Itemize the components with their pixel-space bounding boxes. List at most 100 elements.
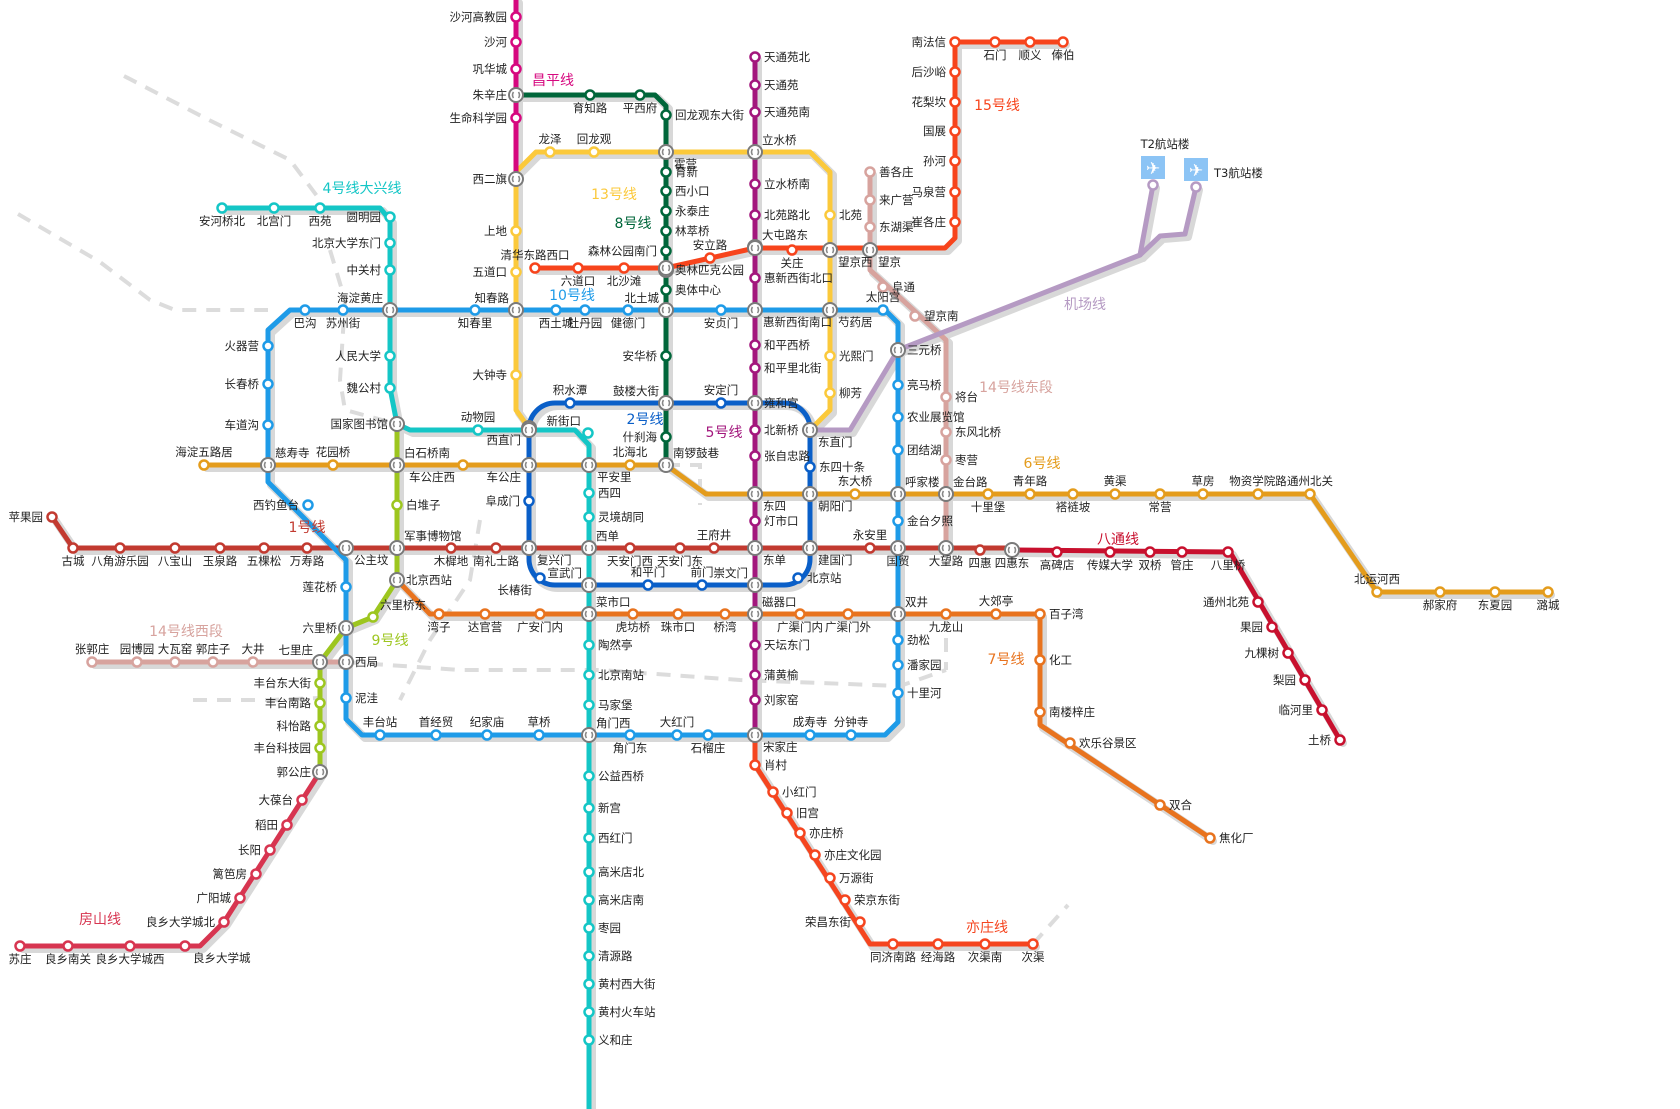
station-marker[interactable] — [510, 63, 522, 75]
station-label[interactable]: 光熙门 — [839, 349, 874, 363]
station-label[interactable]: 北沙滩 — [607, 274, 642, 288]
station-marker[interactable] — [671, 729, 683, 741]
station-label[interactable]: 白石桥南 — [404, 446, 450, 460]
station-label[interactable]: 良乡大学城西 — [96, 952, 165, 966]
station-label[interactable]: 五道口 — [473, 265, 508, 279]
station-label[interactable]: 小红门 — [782, 785, 817, 799]
station-label[interactable]: 奥体中心 — [675, 283, 721, 297]
interchange-icon[interactable] — [508, 302, 524, 318]
station-marker[interactable] — [804, 729, 816, 741]
interchange-icon[interactable] — [521, 422, 537, 438]
station-marker[interactable] — [250, 868, 262, 880]
station-marker[interactable] — [877, 281, 889, 293]
station-marker[interactable] — [367, 611, 379, 623]
station-label[interactable]: 天安门西 — [607, 554, 653, 568]
interchange-icon[interactable] — [581, 457, 597, 473]
station-marker[interactable] — [1299, 674, 1311, 686]
station-label[interactable]: 六里桥 — [303, 621, 338, 635]
interchange-icon[interactable] — [747, 486, 763, 502]
station-label[interactable]: 阜通 — [892, 280, 915, 294]
station-marker[interactable] — [1316, 704, 1328, 716]
station-marker[interactable] — [179, 940, 191, 952]
station-label[interactable]: 牡丹园 — [568, 316, 603, 330]
station-label[interactable]: 大望路 — [929, 554, 964, 568]
station-marker[interactable] — [314, 742, 326, 754]
station-marker[interactable] — [749, 51, 761, 63]
station-label[interactable]: 陶然亭 — [598, 638, 633, 652]
station-marker[interactable] — [583, 832, 595, 844]
station-label[interactable]: 太阳宫 — [866, 290, 901, 304]
station-marker[interactable] — [696, 579, 708, 591]
station-label[interactable]: 潘家园 — [907, 658, 942, 672]
station-label[interactable]: 天通苑 — [764, 78, 799, 92]
station-label[interactable]: 达官营 — [468, 620, 503, 634]
station-marker[interactable] — [660, 225, 672, 237]
station-label[interactable]: 北京西站 — [406, 573, 452, 587]
station-label[interactable]: 白堆子 — [406, 498, 441, 512]
station-marker[interactable] — [660, 166, 672, 178]
station-marker[interactable] — [892, 379, 904, 391]
station-label[interactable]: 六道口 — [561, 274, 596, 288]
station-label[interactable]: 首经贸 — [419, 715, 454, 729]
station-marker[interactable] — [642, 579, 654, 591]
interchange-icon[interactable] — [938, 486, 954, 502]
station-label[interactable]: 珠市口 — [661, 620, 696, 634]
station-marker[interactable] — [207, 656, 219, 668]
station-marker[interactable] — [749, 209, 761, 221]
station-label[interactable]: 篱笆房 — [213, 867, 248, 881]
station-label[interactable]: 南礼士路 — [473, 554, 519, 568]
station-label[interactable]: 天通苑北 — [764, 50, 810, 64]
station-label[interactable]: 中关村 — [347, 263, 382, 277]
interchange-icon[interactable] — [747, 577, 763, 593]
station-marker[interactable] — [1176, 546, 1188, 558]
interchange-icon[interactable] — [312, 764, 328, 780]
station-marker[interactable] — [314, 697, 326, 709]
station-label[interactable]: 苏州街 — [326, 316, 361, 330]
station-label[interactable]: 车公庄西 — [409, 470, 455, 484]
interchange-icon[interactable] — [338, 540, 354, 556]
station-marker[interactable] — [510, 112, 522, 124]
station-label[interactable]: 国展 — [923, 124, 946, 138]
interchange-icon[interactable] — [802, 486, 818, 502]
station-label[interactable]: 西局 — [355, 655, 378, 669]
station-label[interactable]: 黄渠 — [1104, 474, 1127, 488]
station-marker[interactable] — [510, 225, 522, 237]
station-label[interactable]: 海淀五路居 — [175, 445, 233, 459]
station-label[interactable]: 善各庄 — [879, 165, 914, 179]
station-label[interactable]: 北苑路北 — [764, 208, 810, 222]
station-marker[interactable] — [974, 544, 986, 556]
station-marker[interactable] — [1252, 488, 1264, 500]
station-label[interactable]: 枣营 — [955, 453, 978, 467]
station-label[interactable]: 车公庄 — [487, 470, 522, 484]
station-label[interactable]: 国贸 — [887, 554, 910, 568]
station-label[interactable]: 金台路 — [953, 475, 988, 489]
station-marker[interactable] — [1144, 546, 1156, 558]
station-marker[interactable] — [583, 802, 595, 814]
station-label[interactable]: 菜市口 — [596, 595, 631, 609]
station-marker[interactable] — [510, 11, 522, 23]
station-marker[interactable] — [624, 459, 636, 471]
station-label[interactable]: 广阳城 — [197, 891, 232, 905]
line-l4-track[interactable] — [219, 205, 592, 1109]
station-label[interactable]: 十里堡 — [971, 500, 1006, 514]
station-marker[interactable] — [1197, 488, 1209, 500]
station-marker[interactable] — [949, 186, 961, 198]
interchange-icon[interactable] — [822, 242, 838, 258]
station-label[interactable]: 管庄 — [1171, 558, 1194, 572]
station-marker[interactable] — [46, 511, 58, 523]
interchange-icon[interactable] — [862, 242, 878, 258]
station-label[interactable]: 动物园 — [461, 410, 496, 424]
station-marker[interactable] — [949, 125, 961, 137]
interchange-icon[interactable] — [260, 457, 276, 473]
station-marker[interactable] — [544, 146, 556, 158]
station-label[interactable]: 天坛东门 — [764, 638, 810, 652]
station-label[interactable]: 马家堡 — [598, 698, 633, 712]
station-marker[interactable] — [932, 938, 944, 950]
station-label[interactable]: 孙河 — [923, 154, 946, 168]
station-label[interactable]: 柳芳 — [839, 386, 862, 400]
station-marker[interactable] — [457, 459, 469, 471]
line-name-label[interactable]: 昌平线 — [532, 73, 574, 89]
station-marker[interactable] — [564, 397, 576, 409]
station-label[interactable]: 玉泉路 — [203, 554, 238, 568]
station-label[interactable]: 枣园 — [598, 921, 621, 935]
